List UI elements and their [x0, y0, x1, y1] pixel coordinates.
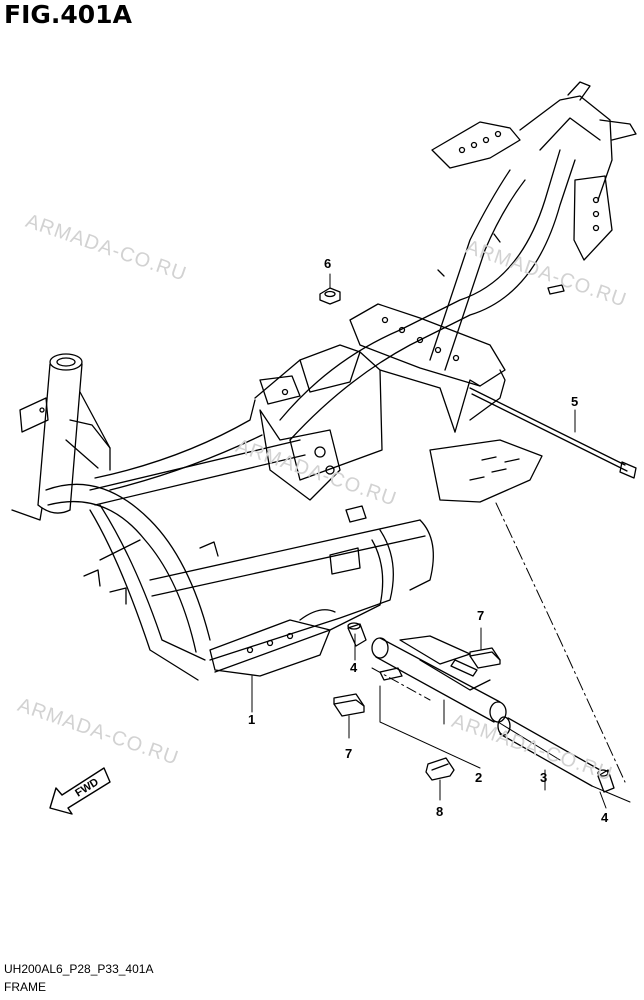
figure-title: FIG.401A — [4, 0, 132, 29]
callout-1: 1 — [248, 712, 255, 727]
callout-2: 2 — [475, 770, 482, 785]
clip-part — [425, 757, 455, 781]
figure-code: UH200AL6_P28_P33_401A — [4, 962, 154, 976]
callout-5: 5 — [571, 394, 578, 409]
head-pipe — [11, 353, 83, 521]
callout-7-upper: 7 — [477, 608, 484, 623]
bushing-left — [347, 622, 367, 647]
nut-part — [319, 287, 341, 305]
bushing-right — [597, 769, 615, 793]
bolt-part — [469, 387, 637, 479]
cushion-upper — [469, 647, 501, 669]
callout-3: 3 — [540, 770, 547, 785]
figure-name: FRAME — [4, 980, 46, 994]
callout-4-right: 4 — [601, 810, 609, 825]
callout-7-lower: 7 — [345, 746, 352, 761]
main-frame — [11, 81, 637, 681]
callout-6: 6 — [324, 256, 331, 271]
callout-8: 8 — [436, 804, 443, 819]
fwd-arrow-icon — [49, 767, 111, 815]
spacer-tube — [497, 716, 601, 787]
cushion-lower — [333, 693, 365, 717]
leader-lines — [251, 273, 631, 809]
engine-mount-bracket — [371, 635, 507, 723]
callout-4-left: 4 — [350, 660, 358, 675]
